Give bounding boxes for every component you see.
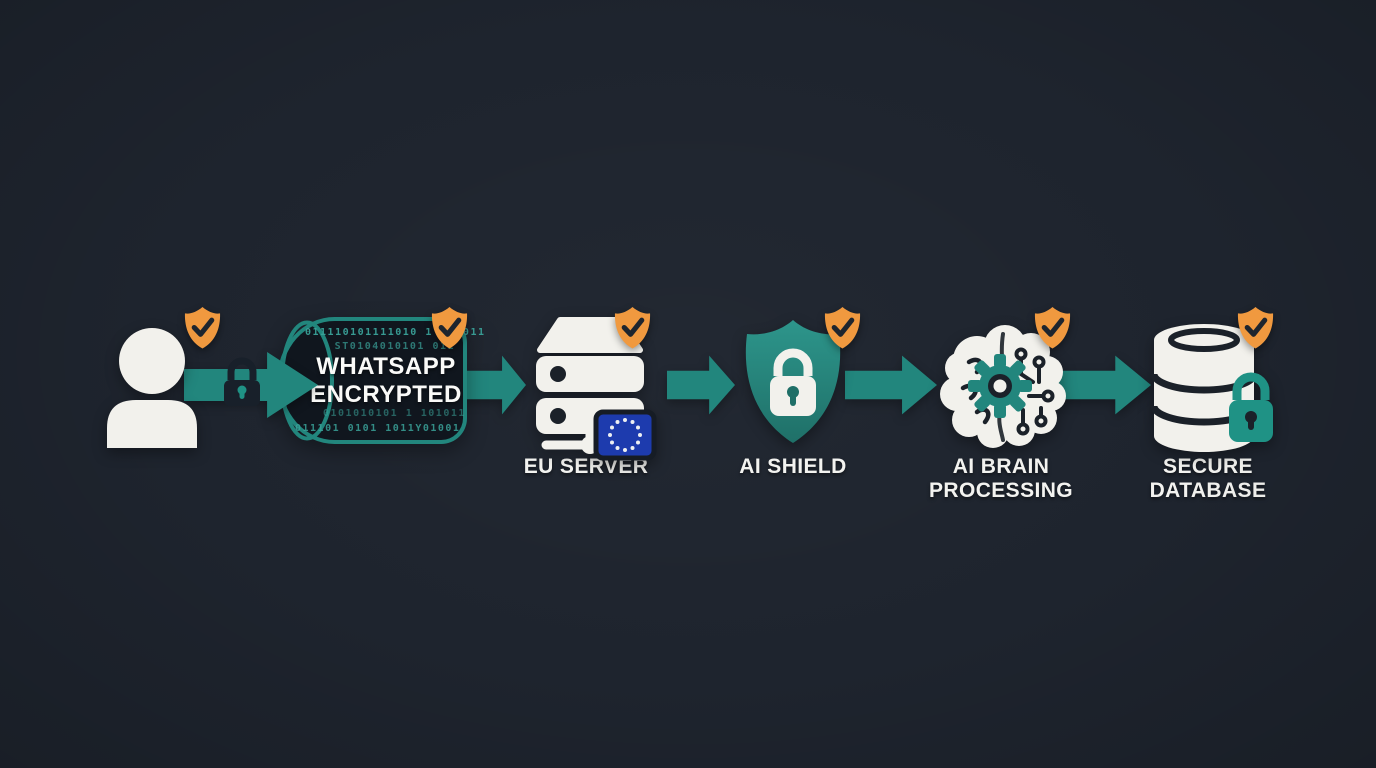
shield-check-icon bbox=[614, 307, 651, 349]
label-line: DATABASE bbox=[1149, 479, 1267, 502]
shield-check-icon bbox=[431, 307, 468, 349]
shield-check-icon bbox=[1237, 307, 1274, 349]
arrow-right-icon bbox=[845, 355, 937, 415]
encrypted-tunnel: 011110101111010 1 0 1011 ST0104010101 01… bbox=[277, 317, 484, 444]
label-secure-database: SECURE DATABASE bbox=[1150, 455, 1267, 503]
binary-noise: 0101010101 1 101011 bbox=[323, 408, 466, 419]
tunnel-title-line2: ENCRYPTED bbox=[310, 380, 462, 408]
tunnel-title-line1: WHATSAPP bbox=[316, 352, 456, 380]
shield-check-icon bbox=[824, 307, 861, 349]
arrow-right-icon bbox=[667, 355, 735, 415]
arrow-right-icon bbox=[463, 355, 526, 415]
shield-lock-icon bbox=[745, 320, 841, 443]
tunnel-title: WHATSAPP ENCRYPTED bbox=[281, 321, 463, 440]
binary-noise: 011110101111010 1 0 1011 bbox=[305, 327, 486, 338]
gear-icon bbox=[968, 354, 1032, 418]
binary-noise: ST0104010101 011 bbox=[334, 341, 455, 352]
arrow-right-icon bbox=[1057, 355, 1151, 415]
eu-flag-icon bbox=[593, 409, 657, 461]
padlock-icon bbox=[224, 357, 260, 406]
label-eu-server: EU SERVER bbox=[523, 455, 649, 478]
label-ai-shield: AI SHIELD bbox=[739, 455, 847, 478]
binary-noise: 011101 0101 1011Y01001 bbox=[295, 423, 461, 434]
label-line: AI BRAIN bbox=[952, 455, 1050, 478]
label-line: PROCESSING bbox=[928, 479, 1074, 502]
user-icon bbox=[107, 328, 197, 448]
brain-gear-icon bbox=[940, 325, 1066, 448]
shield-check-icon bbox=[184, 307, 221, 349]
server-eu-flag-icon bbox=[536, 317, 657, 461]
database-lock-icon bbox=[1150, 324, 1273, 452]
padlock-icon bbox=[1229, 372, 1273, 442]
shield-check-icon bbox=[1034, 307, 1071, 349]
label-ai-brain-processing: AI BRAIN PROCESSING bbox=[929, 455, 1073, 503]
label-line: SECURE bbox=[1163, 455, 1253, 478]
